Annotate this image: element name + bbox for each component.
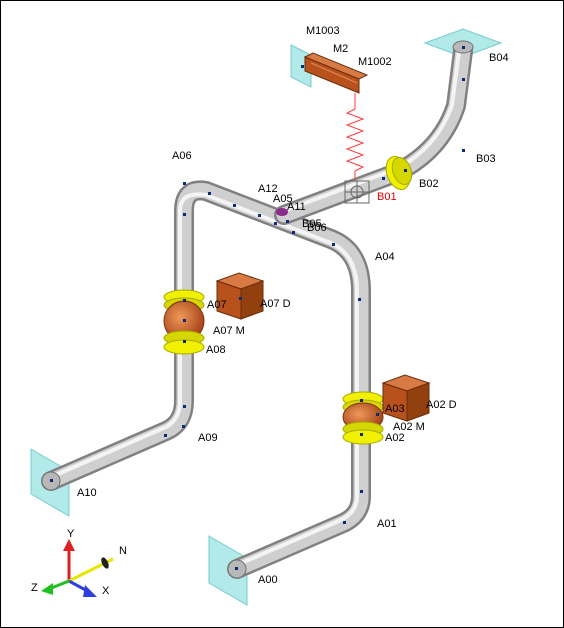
label-A02: A02 xyxy=(385,432,405,444)
label-A00: A00 xyxy=(258,574,278,586)
label-A07M: A07 M xyxy=(213,325,245,337)
x-axis-arrow-icon xyxy=(83,585,97,597)
label-B02: B02 xyxy=(419,178,439,190)
label-M1003: M1003 xyxy=(306,25,340,37)
axis-label-x: X xyxy=(102,585,110,597)
label-A09: A09 xyxy=(198,432,218,444)
axis-triad: Y N Z X xyxy=(31,528,127,597)
node-points xyxy=(50,46,465,570)
spring-hanger xyxy=(344,93,370,204)
axis-label-y: Y xyxy=(67,528,75,540)
label-A04: A04 xyxy=(375,251,395,263)
label-A06: A06 xyxy=(172,150,192,162)
valve-A07[interactable] xyxy=(163,289,205,355)
label-A07D: A07 D xyxy=(260,298,291,310)
z-axis-arrow-icon xyxy=(41,583,53,595)
y-axis-arrow-icon xyxy=(63,539,75,551)
label-A07: A07 xyxy=(207,299,227,311)
actuator-box-A07 xyxy=(215,272,265,320)
axis-label-z: Z xyxy=(31,582,38,594)
label-B03: B03 xyxy=(476,153,496,165)
label-B01: B01 xyxy=(377,191,397,203)
label-M1002: M1002 xyxy=(358,56,392,68)
label-B05: B05 xyxy=(302,218,322,230)
label-A11: A11 xyxy=(287,201,306,213)
marker-A05 xyxy=(276,208,288,216)
label-A03: A03 xyxy=(385,403,405,415)
label-B06: B06 xyxy=(307,222,327,234)
label-B04: B04 xyxy=(489,52,509,64)
label-A05: A05 xyxy=(273,193,293,205)
label-A08: A08 xyxy=(206,344,226,356)
label-A02M: A02 M xyxy=(393,421,425,433)
label-A02D: A02 D xyxy=(426,399,457,411)
actuator-box-A02 xyxy=(381,374,431,422)
axis-label-n: N xyxy=(119,545,127,557)
label-A12: A12 xyxy=(258,183,278,195)
label-A01: A01 xyxy=(377,518,397,530)
valve-A02[interactable] xyxy=(342,391,384,445)
node-labels: M1003 M2 M1002 B04 B03 B02 B01 A06 A12 A… xyxy=(77,25,509,586)
label-A10: A10 xyxy=(77,487,97,499)
label-M2: M2 xyxy=(333,43,348,55)
support-beam-M2 xyxy=(303,52,369,94)
flange-B02 xyxy=(385,156,413,190)
